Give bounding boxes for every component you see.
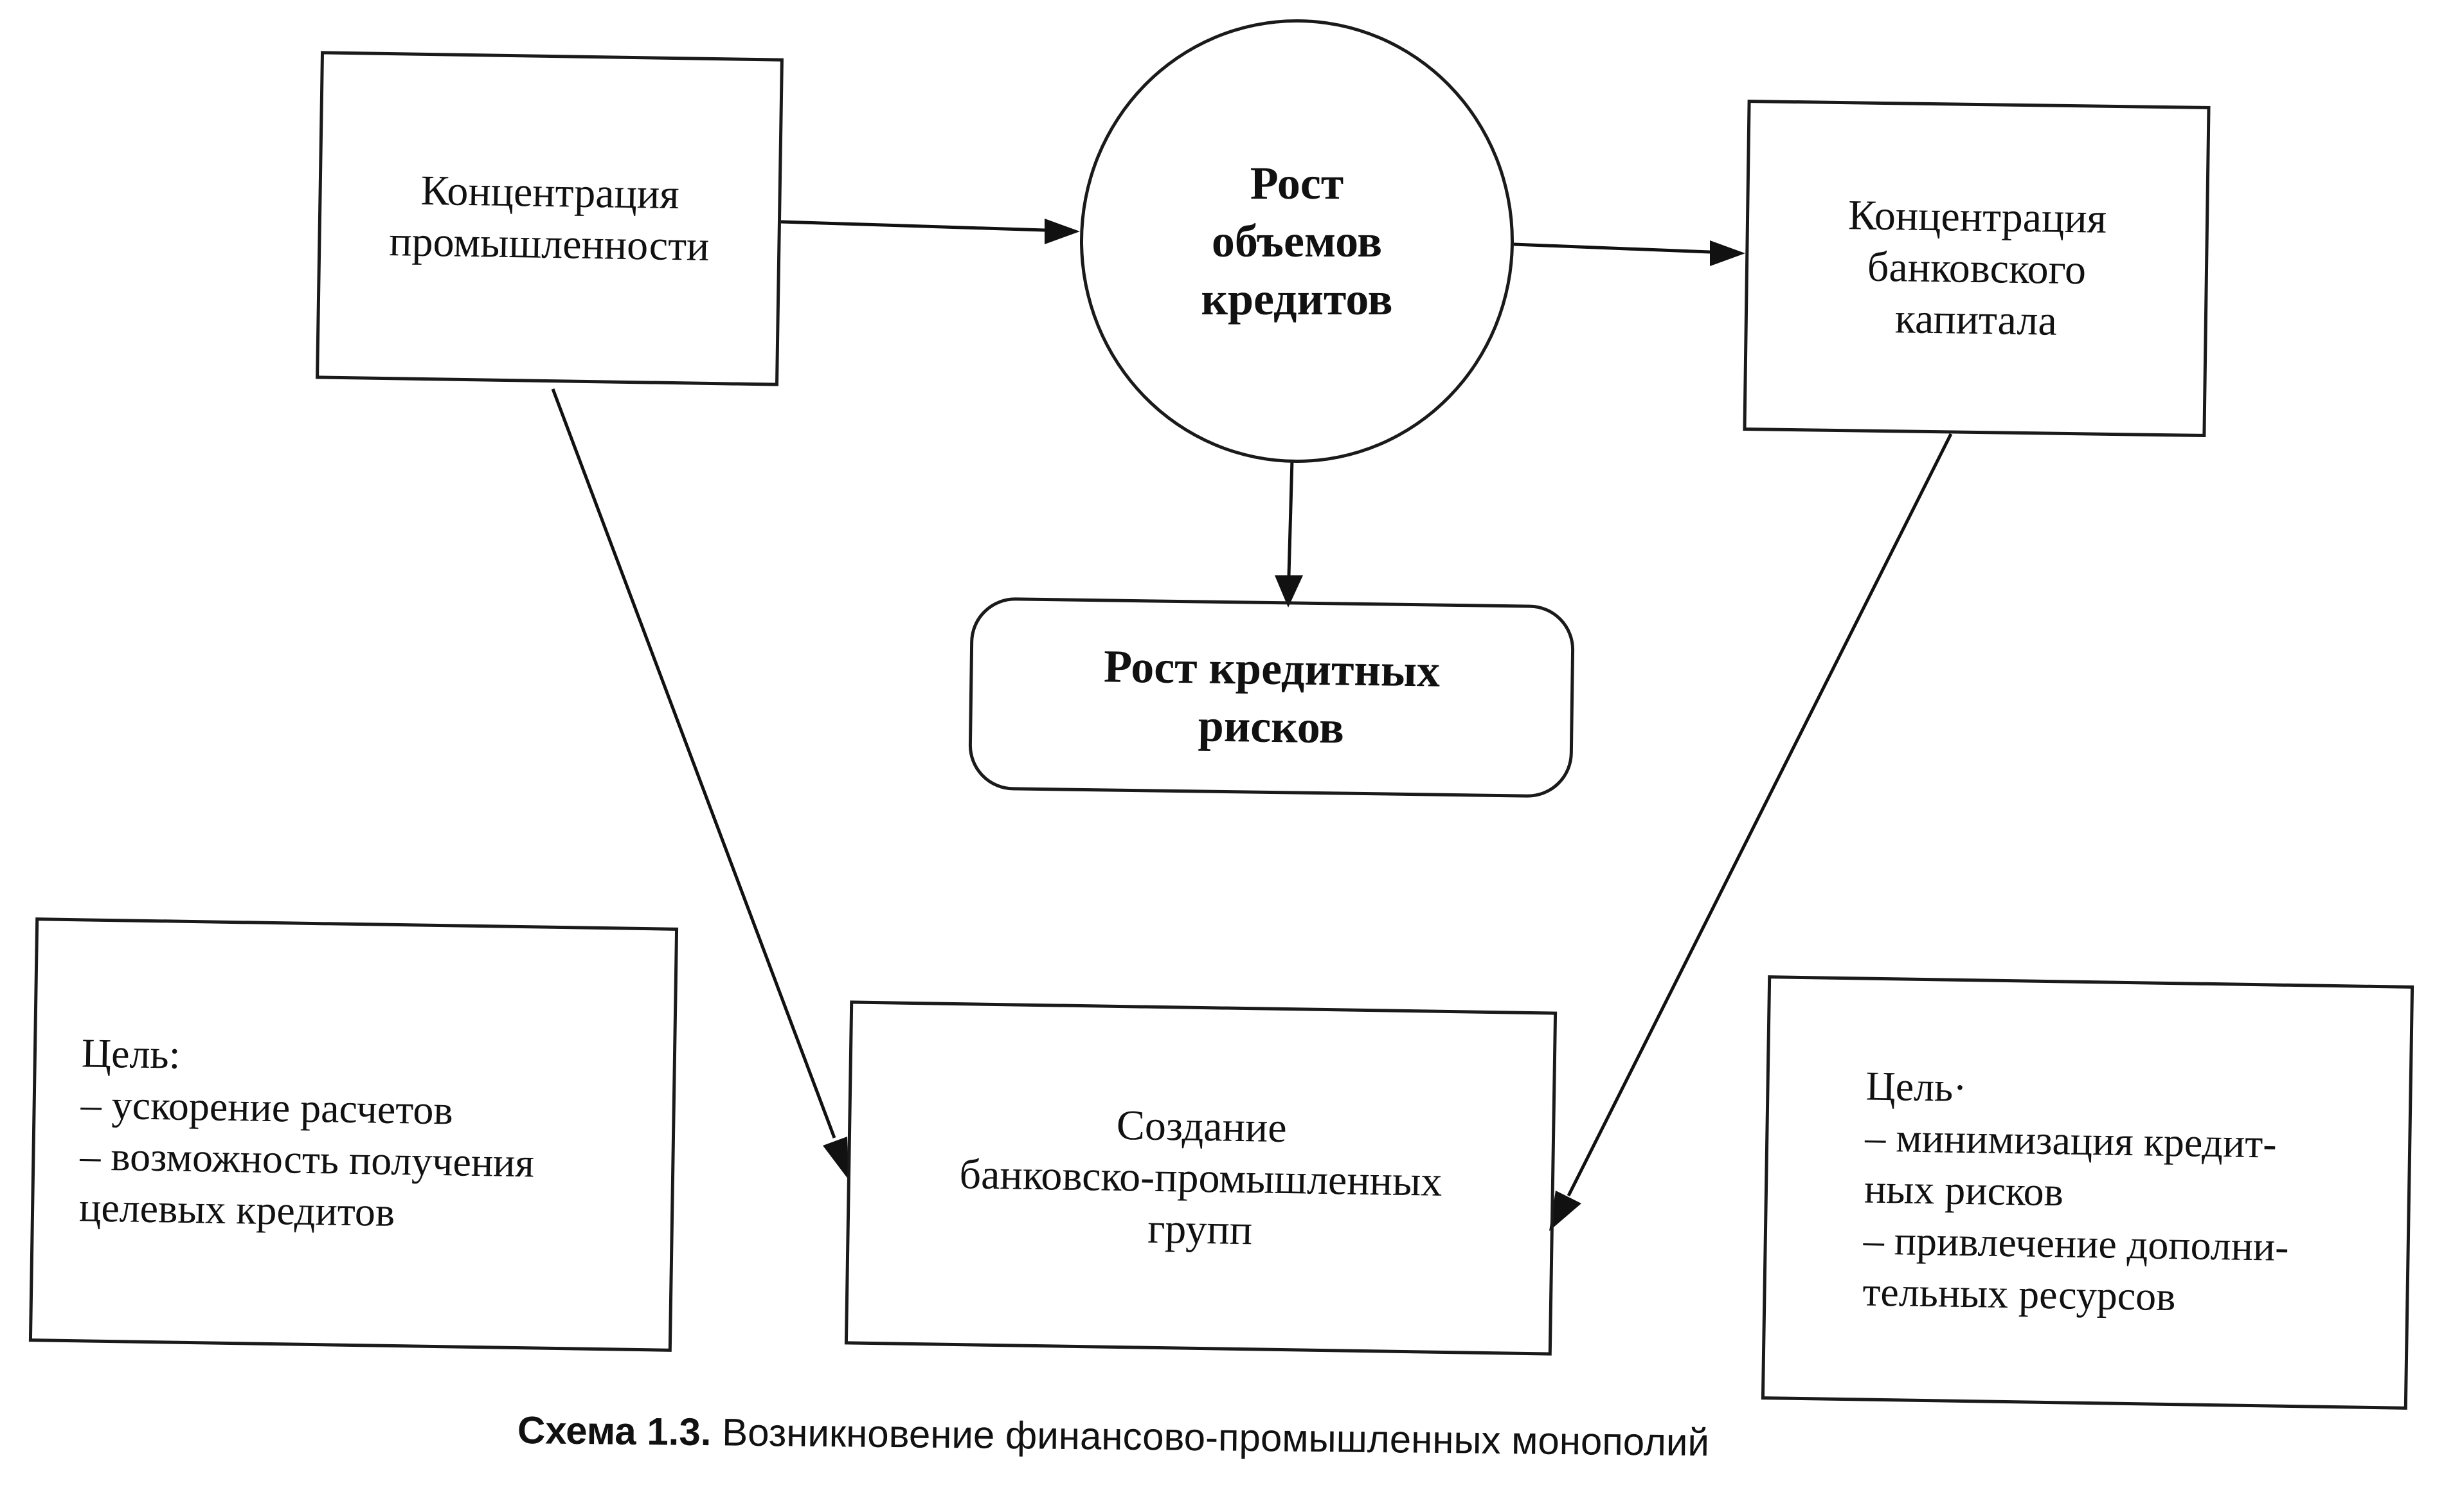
node-label-line: капитала [1894,294,2058,345]
node-label-line: банковского [1867,243,2087,293]
node-label-line: Рост [1250,158,1344,209]
node-bank-concentration: Концентрация банковского капитала [1743,99,2211,438]
node-bank-industrial-groups: Создание банковско-промышленных групп [844,1000,1558,1356]
node-label-line: Концентрация [1847,191,2107,242]
goal-box-right: Цель· – минимизация кредит- ных рисков –… [1761,975,2414,1410]
node-industry-concentration: Концентрация промышленности [316,51,784,386]
node-label-line: банковско-промышленных [959,1150,1442,1205]
arrow-credit-growth-to-bank [1513,240,1745,266]
goal-item: – привлечение дополни- [1863,1217,2290,1270]
goal-item: тельных ресурсов [1862,1268,2176,1320]
node-label-line: Концентрация [420,166,680,219]
node-label-line: объемов [1211,215,1383,267]
arrow-industry-to-credit-growth [780,219,1080,244]
node-label-line: рисков [1198,699,1345,753]
goal-title: Цель: [81,1030,181,1077]
goal-title: Цель· [1865,1063,1968,1111]
arrow-credit-growth-to-risks [1275,459,1303,608]
node-label-line: Рост кредитных [1103,640,1441,697]
caption-label: Схема 1.3. [517,1408,712,1454]
goal-item: ных рисков [1864,1166,2064,1215]
goal-item: целевых кредитов [78,1184,395,1236]
node-credit-growth: Рост объемов кредитов [1080,19,1514,463]
arrow-industry-to-groups [551,388,849,1180]
arrow-bank-to-groups [1549,433,1953,1231]
node-credit-risk-growth: Рост кредитных рисков [967,597,1576,798]
goal-item: – возможность получения [79,1133,535,1186]
goal-box-left: Цель: – ускорение расчетов – возможность… [28,917,679,1352]
node-label-line: Создание [1116,1101,1288,1151]
node-label-line: кредитов [1201,273,1393,325]
goal-item: – минимизация кредит- [1864,1114,2278,1167]
node-label-line: промышленности [388,218,710,270]
node-label-line: групп [1147,1205,1253,1254]
goal-item: – ускорение расчетов [80,1081,454,1133]
